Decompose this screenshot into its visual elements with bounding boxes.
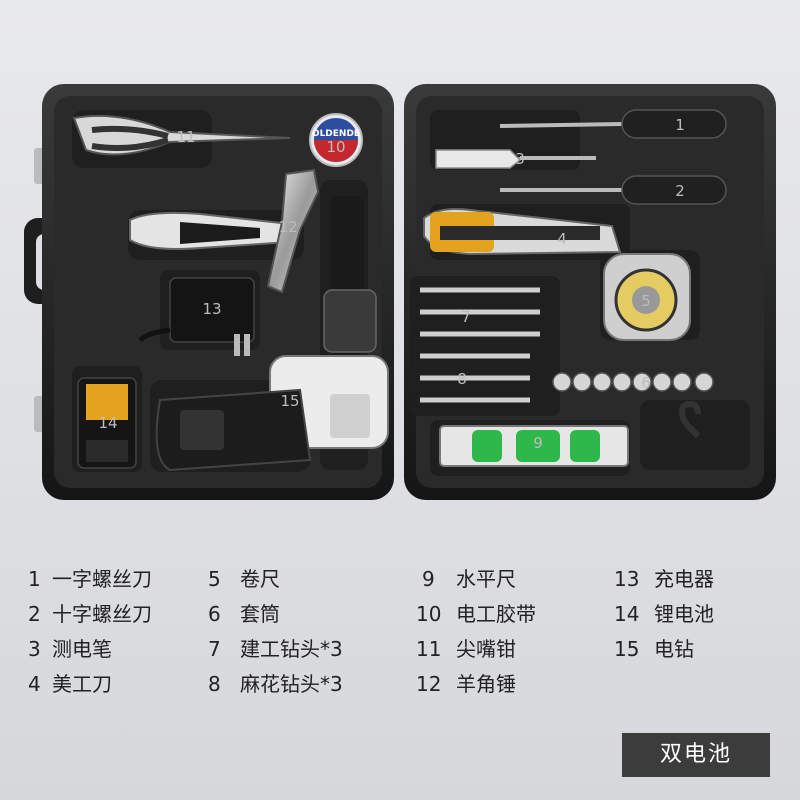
case-label-10: 10 (326, 138, 345, 156)
tool-case-image: OLDENDE (24, 84, 776, 500)
test-pen (435, 149, 596, 169)
phillips-screwdriver (500, 175, 727, 205)
case-label-4: 4 (557, 230, 567, 248)
claw-hammer (129, 168, 320, 294)
case-label-9: 9 (533, 434, 543, 452)
tape-brand-text: OLDENDE (312, 129, 360, 139)
flat-screwdriver (499, 109, 727, 139)
hook-icon (678, 400, 701, 439)
case-label-11: 11 (176, 128, 195, 146)
spirit-level (439, 425, 629, 467)
electrical-tape: OLDENDE (309, 113, 363, 167)
socket-set (552, 372, 714, 392)
utility-knife (423, 208, 622, 256)
case-label-12: 12 (278, 218, 297, 236)
case-label-2: 2 (675, 182, 685, 200)
tape-measure (603, 253, 691, 341)
case-label-3: 3 (515, 150, 525, 168)
case-label-8: 8 (457, 370, 467, 388)
lithium-battery (77, 377, 137, 469)
case-label-14: 14 (98, 414, 117, 432)
case-label-13: 13 (202, 300, 221, 318)
case-label-5: 5 (641, 292, 651, 310)
needle-nose-pliers (72, 114, 291, 156)
dual-battery-badge: 双电池 (622, 733, 770, 777)
case-label-15: 15 (280, 392, 299, 410)
power-drill (155, 196, 389, 472)
case-label-1: 1 (675, 116, 685, 134)
drill-bits (420, 287, 540, 403)
case-label-6: 6 (641, 374, 651, 392)
case-label-7: 7 (461, 308, 471, 326)
charger (138, 277, 255, 356)
